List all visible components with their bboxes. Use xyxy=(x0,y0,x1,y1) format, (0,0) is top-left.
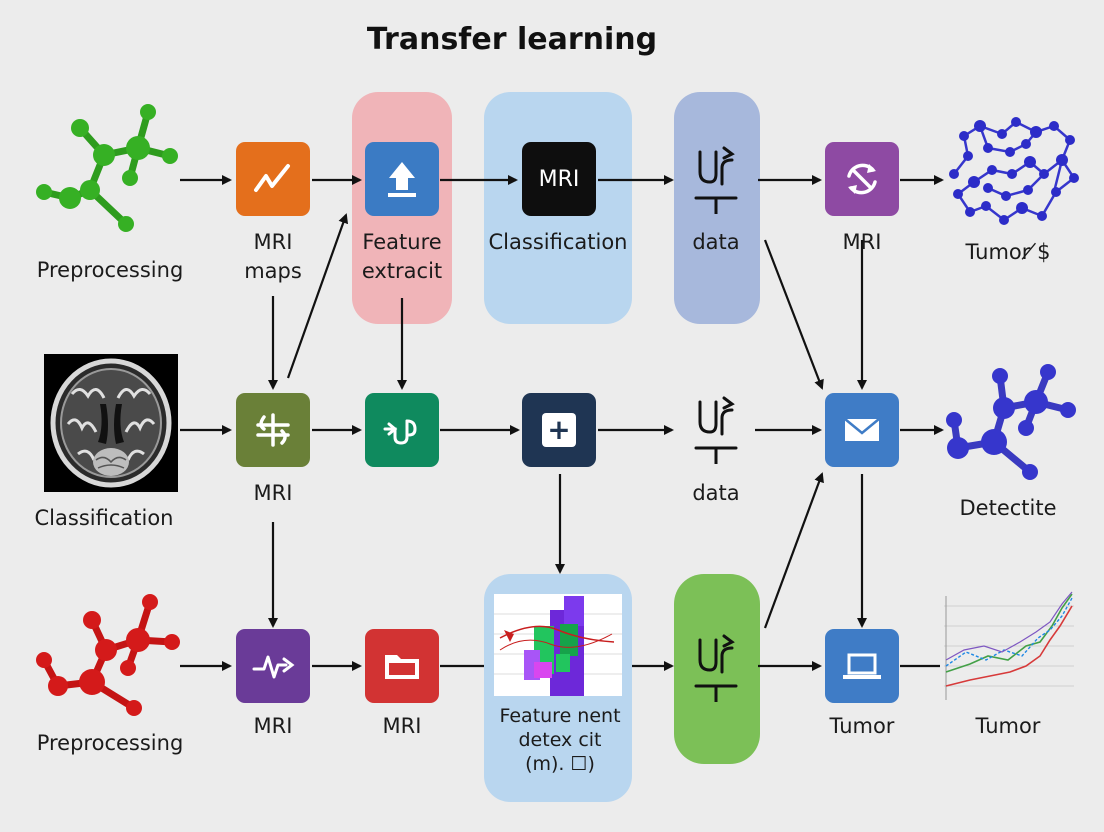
u-turn-node[interactable] xyxy=(365,393,439,467)
upload-node[interactable] xyxy=(365,142,439,216)
u-turn-arrow-icon xyxy=(383,419,417,445)
line-chart-node[interactable] xyxy=(236,142,310,216)
blue-molecule-icon xyxy=(946,364,1076,480)
feature-chart-thumbnail xyxy=(494,594,622,696)
laptop-node[interactable] xyxy=(825,629,899,703)
row3-mri-label-2: MRI xyxy=(382,714,422,738)
row1-data-label: data xyxy=(692,230,740,254)
data-green-panel xyxy=(674,574,760,764)
line-chart-icon xyxy=(254,164,290,192)
row2-right-label: Detectite xyxy=(959,496,1057,520)
plus-node[interactable]: + xyxy=(522,393,596,467)
line-graph-icon xyxy=(944,591,1074,700)
junction-symbol-icon xyxy=(694,634,738,702)
row3-feature-label-3: (m). ☐) xyxy=(525,753,595,775)
row2-data-label: data xyxy=(692,481,740,505)
row1-mri-maps-label-1: MRI xyxy=(253,230,293,254)
folder-node[interactable] xyxy=(365,629,439,703)
row2-mri-label: MRI xyxy=(253,481,293,505)
row3-feature-label-1: Feature nent xyxy=(499,705,621,727)
row1-feature-label-2: extracit xyxy=(361,259,443,283)
mri-node-text: MRI xyxy=(538,166,580,192)
arrow xyxy=(763,239,824,390)
row3-mri-label-1: MRI xyxy=(253,714,293,738)
row3-left-label: Preprocessing xyxy=(36,731,184,755)
folder-icon xyxy=(385,655,419,679)
row3-feature-label-2: detex cit xyxy=(518,729,602,751)
upload-icon xyxy=(388,162,416,197)
junction-symbol-icon xyxy=(694,396,738,464)
row1-left-label: Preprocessing xyxy=(36,258,184,282)
mail-node[interactable] xyxy=(825,393,899,467)
pulse-node[interactable] xyxy=(236,629,310,703)
laptop-icon xyxy=(843,653,881,679)
row1-mri-label: MRI xyxy=(842,230,882,254)
row1-feature-label-1: Feature xyxy=(362,230,442,254)
row1-right-label: Tumor ̸$ xyxy=(965,240,1051,264)
arrow xyxy=(763,472,824,629)
brain-mri-scan xyxy=(44,354,178,492)
arrow xyxy=(286,213,349,379)
row2-left-label: Classification xyxy=(34,506,174,530)
plus-icon: + xyxy=(542,413,576,447)
red-molecule-icon xyxy=(36,594,180,716)
refresh-icon xyxy=(847,163,877,195)
split-arrows-icon xyxy=(256,413,290,447)
pulse-icon xyxy=(252,655,295,679)
refresh-node[interactable] xyxy=(825,142,899,216)
mail-icon xyxy=(844,418,880,441)
blue-protein-network-icon xyxy=(949,117,1079,225)
diagram-title: Transfer learning xyxy=(366,22,658,57)
split-arrows-node[interactable] xyxy=(236,393,310,467)
row3-tumor-label-1: Tumor xyxy=(829,714,895,738)
green-molecule-icon xyxy=(36,104,178,232)
row1-mri-maps-label-2: maps xyxy=(244,259,302,283)
row1-classification-label: Classification xyxy=(488,230,628,254)
junction-symbol-icon xyxy=(694,146,738,214)
mri-node[interactable]: MRI xyxy=(522,142,596,216)
row3-tumor-label-2: Tumor xyxy=(975,714,1041,738)
